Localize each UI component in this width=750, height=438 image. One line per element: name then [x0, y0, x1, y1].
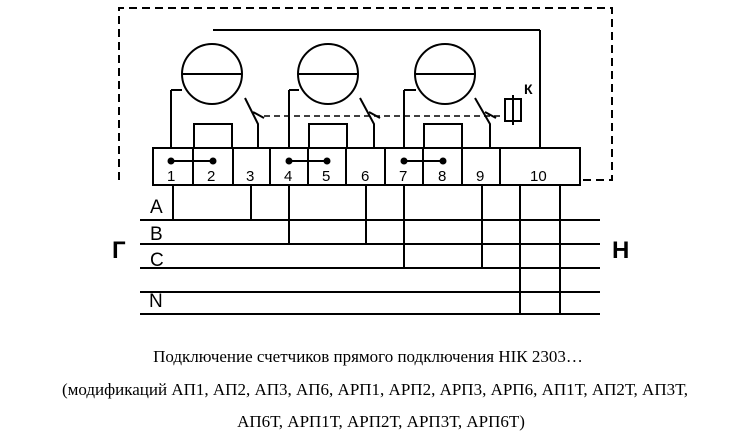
terminal-10: 10 — [530, 168, 547, 185]
caption-models-line2: АП6Т, АРП1Т, АРП2Т, АРП3Т, АРП6Т) — [237, 412, 525, 431]
terminal-4: 4 — [284, 168, 292, 185]
relay-label: К — [524, 81, 533, 97]
terminal-6: 6 — [361, 168, 369, 185]
phase-c-label: C — [150, 250, 164, 271]
meter-enclosure-dashed — [118, 7, 613, 181]
terminal-7: 7 — [399, 168, 407, 185]
terminal-3: 3 — [246, 168, 254, 185]
terminal-connections — [172, 185, 561, 314]
terminal-2: 2 — [207, 168, 215, 185]
phase-n-label: N — [149, 291, 163, 312]
terminal-5: 5 — [322, 168, 330, 185]
caption-title: Подключение счетчиков прямого подключени… — [153, 347, 583, 366]
terminal-1: 1 — [167, 168, 175, 185]
caption-models-line1: (модификаций АП1, АП2, АП3, АП6, АРП1, А… — [61, 380, 689, 399]
wiring-diagram: К 1 2 3 4 5 6 7 8 9 10 — [112, 7, 629, 315]
phase-a-label: A — [150, 197, 163, 218]
phase-b-label: B — [150, 224, 163, 245]
load-label: Н — [612, 237, 629, 264]
junction-dots — [167, 157, 447, 165]
terminal-9: 9 — [476, 168, 484, 185]
source-label: Г — [112, 237, 126, 264]
terminal-8: 8 — [438, 168, 446, 185]
phase-buses — [140, 219, 600, 315]
